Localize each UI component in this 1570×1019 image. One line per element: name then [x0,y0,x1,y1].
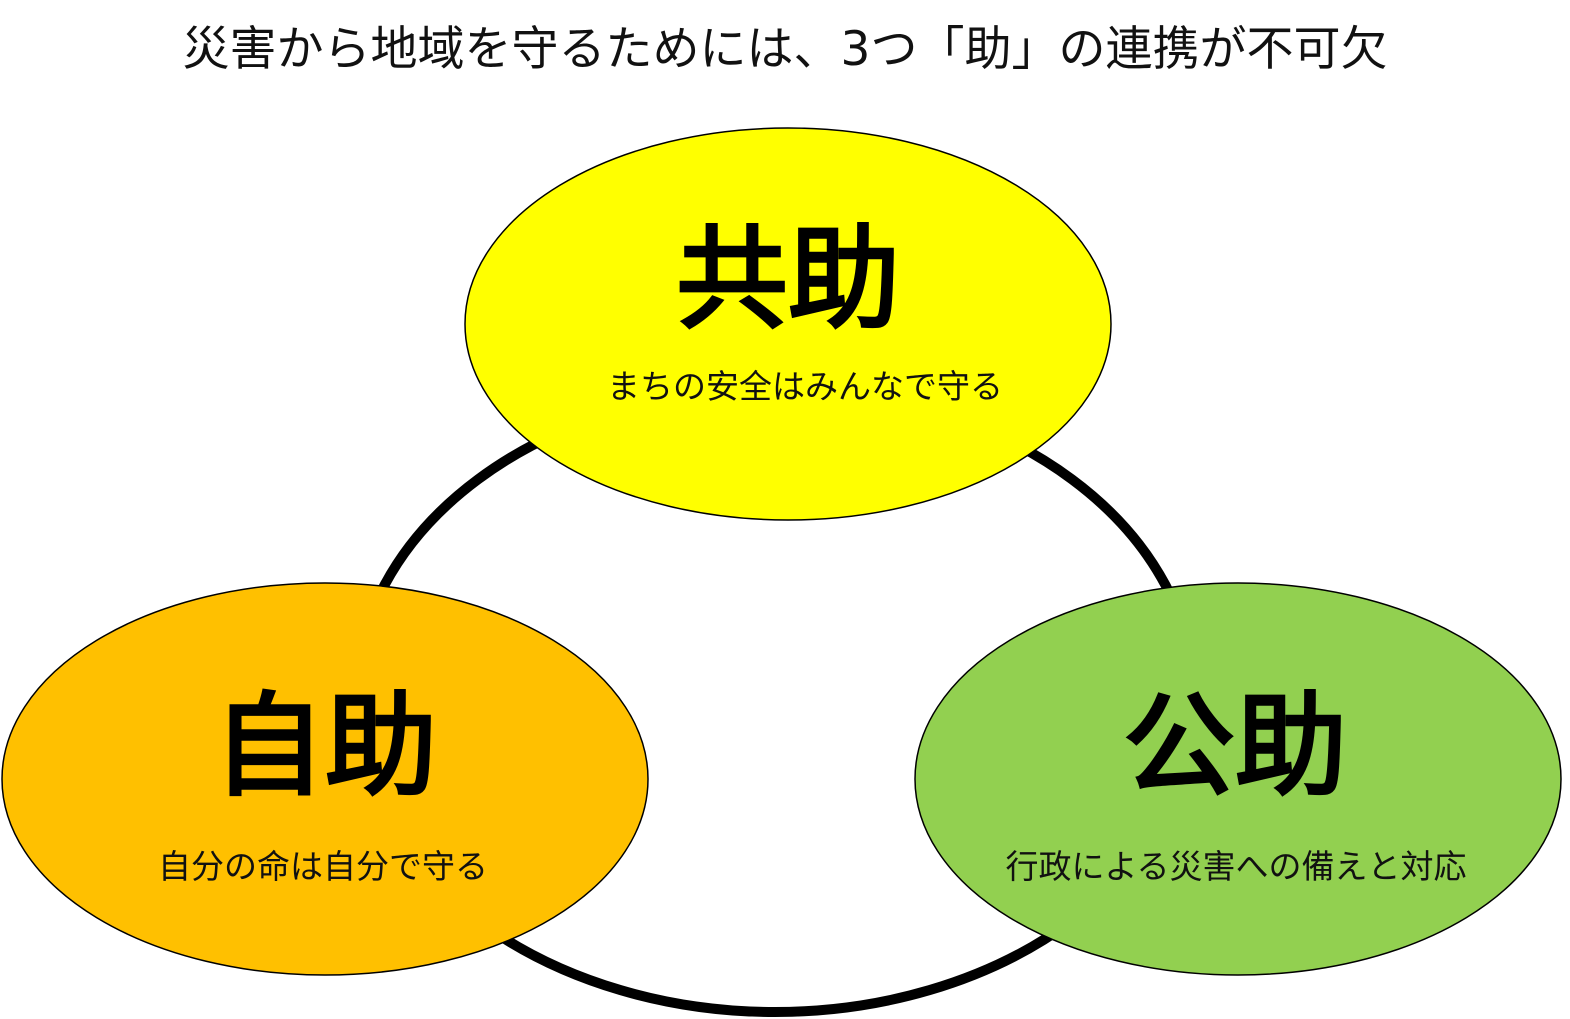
diagram-title: 災害から地域を守るためには、3つ「助」の連携が不可欠 [182,22,1388,77]
kyojo-label: 共助 [676,215,900,345]
node-kyojo: 共助 まちの安全はみんなで守る [464,127,1112,521]
jijo-ellipse [1,582,649,976]
kojo-ellipse [914,582,1562,976]
node-kojo: 公助 行政による災害への備えと対応 [914,582,1562,976]
node-jijo: 自助 自分の命は自分で守る [1,582,649,976]
kojo-caption: 行政による災害への備えと対応 [1005,847,1466,886]
kyojo-caption: まちの安全はみんなで守る [607,367,1003,406]
kojo-label: 公助 [1123,682,1347,812]
kyojo-ellipse [464,127,1112,521]
jijo-label: 自助 [213,682,437,812]
jijo-caption: 自分の命は自分で守る [158,847,488,886]
